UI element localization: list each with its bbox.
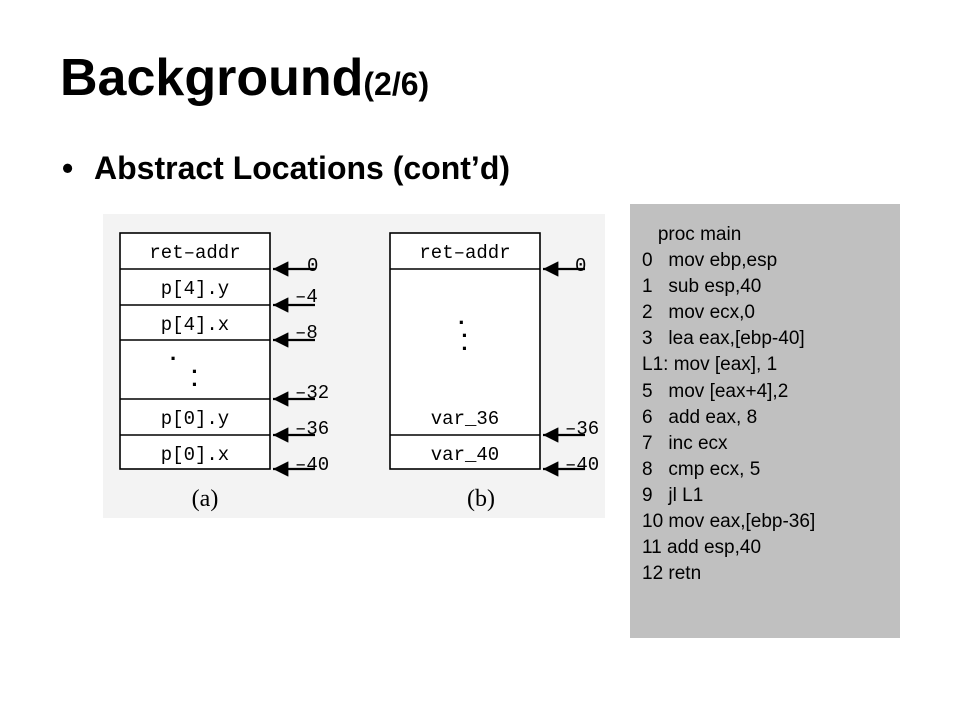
code-line: 0 mov ebp,esp (642, 250, 778, 272)
code-line: 9 jl L1 (642, 484, 704, 506)
frame-b-offset-40: –40 (565, 454, 599, 476)
code-line: 11 add esp,40 (642, 537, 762, 559)
code-line: 1 sub esp,40 (642, 276, 762, 298)
ellipsis-dot: · (191, 359, 198, 384)
frame-a-offset-32: –32 (295, 382, 329, 404)
bullet-item: • Abstract Locations (cont’d) (62, 150, 510, 187)
ellipsis-dot: · (461, 336, 468, 361)
frame-b-offset-0: 0 (575, 255, 586, 277)
assembly-code-list: proc main 0 mov ebp,esp 1 sub esp,40 2 m… (630, 204, 900, 587)
code-line: 12 retn (642, 563, 702, 585)
code-line: 2 mov ecx,0 (642, 302, 755, 324)
slide-title-main: Background (60, 49, 364, 107)
ellipsis-dot: · (191, 372, 198, 397)
slide-title: Background(2/6) (60, 48, 429, 108)
code-line: L1: mov [eax], 1 (642, 354, 778, 376)
frame-a-cell-p0x: p[0].x (161, 444, 229, 466)
code-line: 6 add eax, 8 (642, 406, 758, 428)
frame-a-offset-4: –4 (295, 286, 318, 308)
stack-frame-b: ret–addr · ·· var_36 var_40 0 –36 –40 (b… (389, 232, 599, 512)
code-line: proc main (642, 224, 742, 245)
frame-b-ellipsis-cell: · ·· (458, 310, 471, 361)
frame-b-cell-ret-addr: ret–addr (419, 242, 510, 264)
frame-a-ellipsis-cell: · ·· (167, 346, 222, 397)
frame-a-cell-p0y: p[0].y (161, 408, 229, 430)
frame-a-cell-p4y: p[4].y (161, 278, 229, 300)
frame-b-caption: (b) (467, 486, 495, 512)
slide-title-sub: (2/6) (363, 66, 430, 102)
code-line: 10 mov eax,[ebp-36] (642, 511, 816, 533)
ellipsis-dot: · (461, 323, 468, 348)
bullet-text: Abstract Locations (cont’d) (94, 150, 511, 186)
frame-a-offset-40: –40 (295, 454, 329, 476)
frame-b-cell-var40: var_40 (431, 444, 499, 466)
code-line: 3 lea eax,[ebp-40] (642, 328, 805, 350)
frame-a-caption: (a) (192, 486, 219, 512)
frame-b-ellipsis: · (458, 310, 465, 335)
frame-a-offset-36: –36 (295, 418, 329, 440)
frame-b-cell-var36: var_36 (431, 408, 499, 430)
frame-a-offset-0: 0 (307, 255, 318, 277)
code-line: 5 mov [eax+4],2 (642, 380, 789, 402)
frame-a-cell-p4x: p[4].x (161, 314, 229, 336)
code-line: 8 cmp ecx, 5 (642, 458, 761, 480)
frame-a-offset-8: –8 (295, 322, 318, 344)
frame-a-ellipsis: · (170, 346, 177, 371)
frame-b-offset-36: –36 (565, 418, 599, 440)
assembly-code-panel: proc main 0 mov ebp,esp 1 sub esp,40 2 m… (630, 204, 900, 638)
bullet-dot-icon: • (62, 150, 74, 186)
stack-layout-figure: ret–addr p[4].y p[4].x · ·· p[0].y p[0].… (103, 214, 605, 518)
frame-a-cell-ret-addr: ret–addr (149, 242, 240, 264)
code-line: 7 inc ecx (642, 432, 728, 454)
stack-frame-a: ret–addr p[4].y p[4].x · ·· p[0].y p[0].… (119, 232, 329, 512)
